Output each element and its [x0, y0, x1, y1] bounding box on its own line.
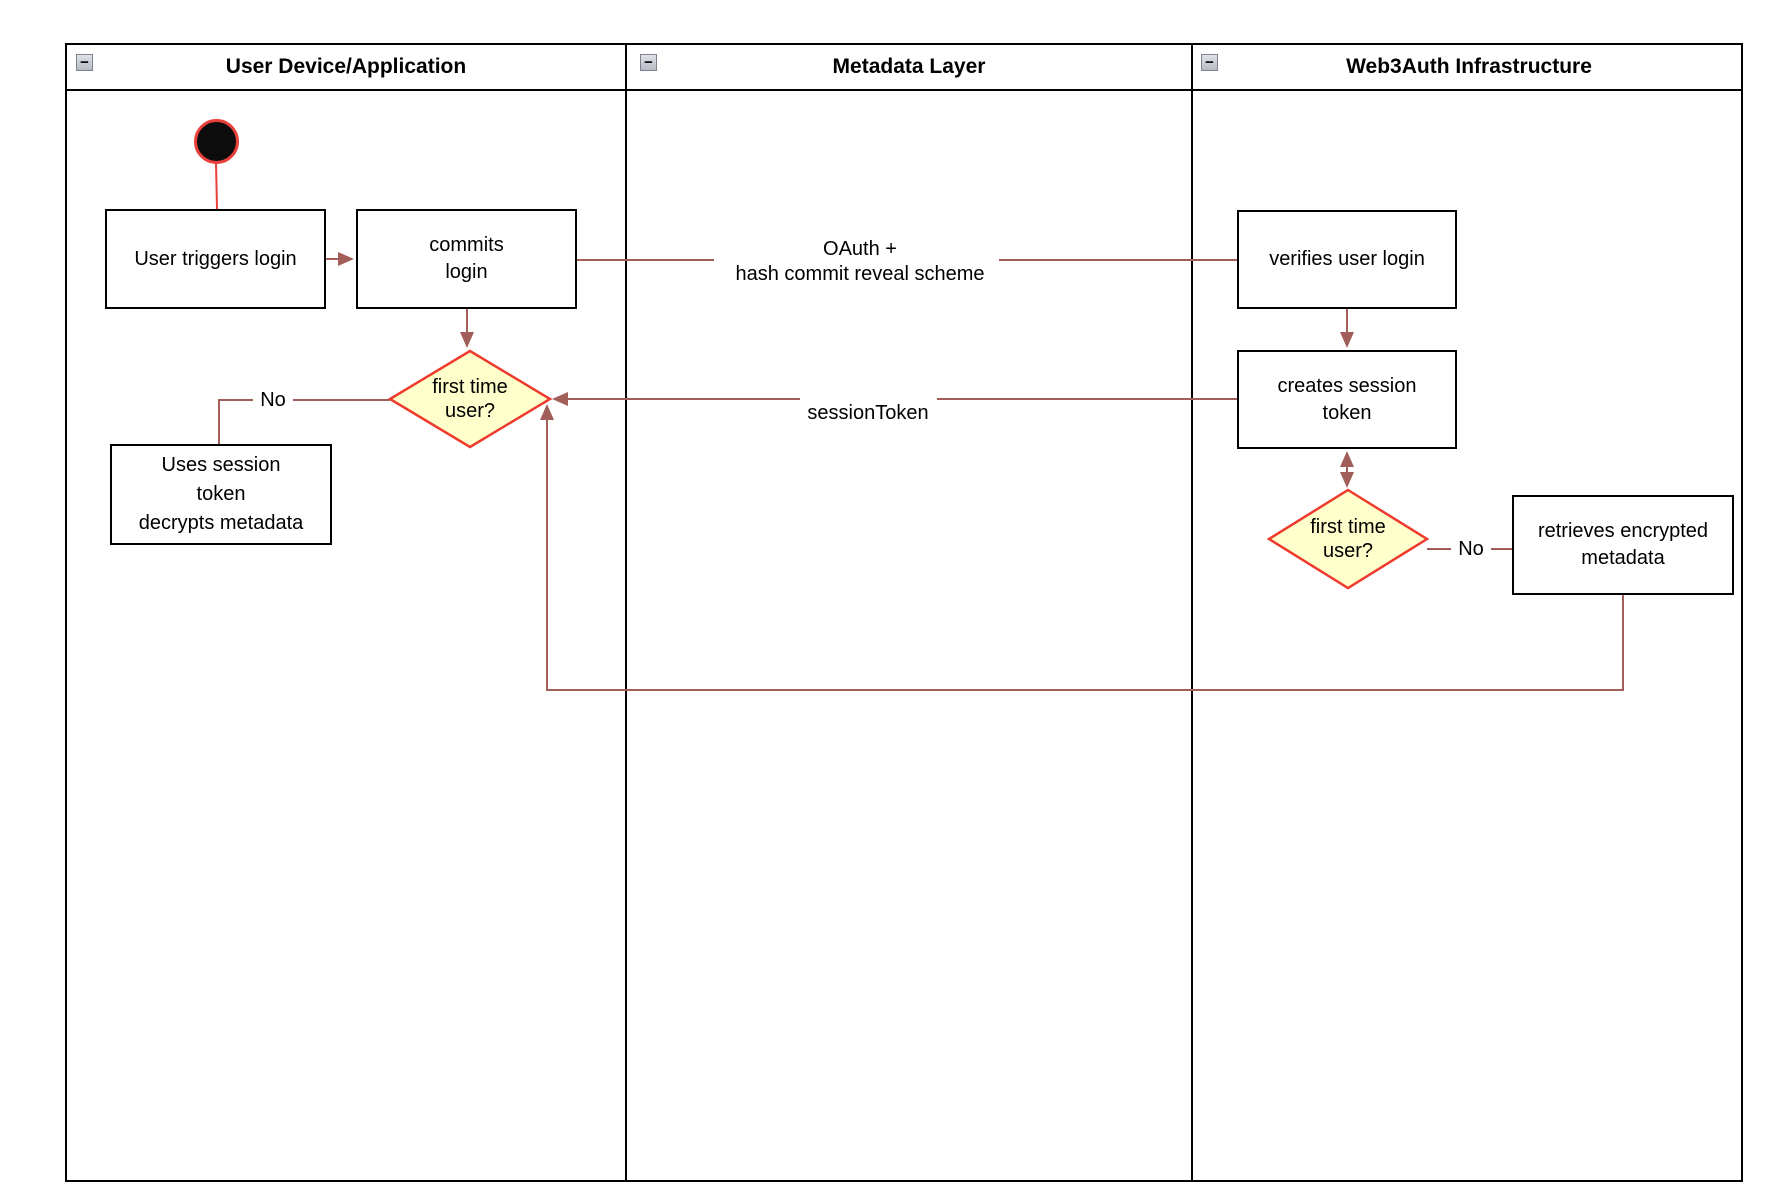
action-commits-login: commits login — [356, 209, 577, 309]
decision-diamond-right — [1266, 488, 1430, 590]
collapse-minus-icon[interactable]: − — [76, 54, 93, 71]
decision-diamond-left — [387, 349, 553, 449]
edge-label-no-left: No — [253, 388, 293, 413]
edge-retrieves-feedback — [546, 416, 1624, 691]
action-user-triggers-login: User triggers login — [105, 209, 326, 309]
arrowhead-left — [552, 392, 568, 406]
collapse-minus-icon[interactable]: − — [1201, 54, 1218, 71]
connector-layer — [215, 162, 1624, 691]
arrowhead-up — [1340, 451, 1354, 467]
lane-title-user-device: User Device/Application — [225, 55, 467, 78]
collapse-minus-icon[interactable]: − — [640, 54, 657, 71]
lane-header-user-device: User Device/Application — [67, 45, 625, 89]
lane-header-web3auth: Web3Auth Infrastructure — [1193, 45, 1745, 89]
lane-divider-1 — [625, 45, 627, 1180]
start-node — [194, 119, 239, 164]
header-separator — [67, 89, 1741, 91]
decision-label-first-time-user-right: first time user? — [1310, 516, 1386, 562]
lane-header-metadata-layer: Metadata Layer — [627, 45, 1191, 89]
lane-title-metadata-layer: Metadata Layer — [832, 55, 986, 78]
lane-title-web3auth: Web3Auth Infrastructure — [1346, 55, 1592, 78]
edge-no-to-uses-session — [218, 399, 390, 444]
action-verifies-user-login: verifies user login — [1237, 210, 1457, 309]
arrowhead-up — [540, 404, 554, 420]
action-retrieves-encrypted-metadata: retrieves encrypted metadata — [1512, 495, 1734, 595]
swimlane-diagram: User Device/Application Metadata Layer W… — [65, 43, 1743, 1182]
action-uses-session-token: Uses session token decrypts metadata — [110, 444, 332, 545]
edge-label-sessiontoken: sessionToken — [807, 402, 929, 424]
decision-label-first-time-user-left: first time user? — [432, 376, 508, 422]
arrowhead-right — [338, 252, 354, 266]
edge-label-no-right: No — [1451, 537, 1491, 562]
arrowhead-down — [1340, 472, 1354, 488]
action-creates-session-token: creates session token — [1237, 350, 1457, 449]
lane-divider-2 — [1191, 45, 1193, 1180]
edge-start-to-user-triggers — [215, 162, 218, 210]
arrowhead-down — [1340, 332, 1354, 348]
arrowhead-down — [460, 332, 474, 348]
edge-label-oauth-hash-commit: OAuth + hash commit reveal scheme — [735, 238, 985, 285]
